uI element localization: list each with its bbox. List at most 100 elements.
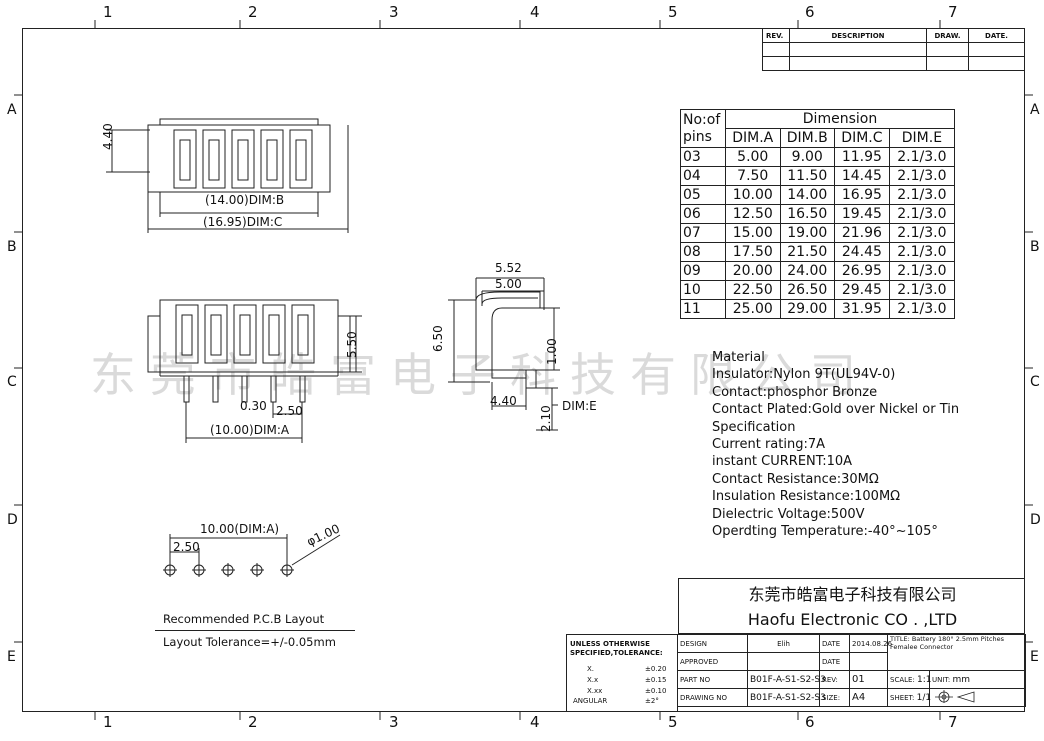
dimension-cell: 26.95 (834, 261, 890, 281)
rev-header: REV. (762, 28, 790, 43)
top-dim-b: (14.00)DIM:B (205, 193, 285, 207)
part-no-label: PART NO (677, 670, 748, 689)
dim-b-header: DIM.B (779, 128, 836, 148)
draw-header: DRAW. (926, 28, 969, 43)
material-line: Dielectric Voltage:500V (712, 506, 865, 522)
material-line: Contact Plated:Gold over Nickel or Tin (712, 402, 960, 418)
sheet-label: SHEET: (890, 693, 915, 702)
row-label: E (1030, 649, 1039, 665)
dimension-cell: 20.00 (725, 261, 781, 281)
part-no-value: B01F-A-S1-S2-S3 (747, 670, 826, 689)
pins-header-1: No:of (683, 111, 721, 128)
tolerance-title: UNLESS OTHERWISE SPECIFIED,TOLERANCE: (570, 640, 663, 657)
dimension-cell: 11.50 (779, 166, 836, 186)
company-name-en: Haofu Electronic CO . ,LTD (747, 610, 958, 629)
dimension-cell: 31.95 (834, 299, 890, 319)
col-label: 6 (805, 713, 815, 731)
col-label: 3 (389, 3, 399, 21)
col-label: 4 (530, 713, 540, 731)
front-pitch-dim: 2.50 (276, 404, 303, 418)
dimension-cell: 2.1/3.0 (888, 261, 956, 281)
date-value: 2014.08.26 (849, 634, 892, 653)
side-bottom-dim: 4.40 (490, 394, 517, 408)
dim-e-header: DIM.E (888, 128, 956, 148)
unit-value: mm (952, 674, 971, 685)
date-label: DATE (819, 634, 850, 653)
dimension-cell: 2.1/3.0 (888, 166, 956, 186)
pins-header-2: pins (683, 128, 712, 145)
pcb-pitch-dim: 2.50 (173, 540, 200, 554)
dimension-cell: 26.50 (779, 280, 836, 300)
dimension-cell: 06 (680, 204, 726, 224)
dimension-cell: 22.50 (725, 280, 781, 300)
drawing-no-label: DRAWING NO (677, 688, 748, 707)
dimension-cell: 9.00 (779, 147, 836, 167)
col-label: 1 (103, 3, 113, 21)
material-line: instant CURRENT:10A (712, 454, 853, 470)
side-top1-dim: 5.52 (495, 261, 522, 275)
top-dim-c: (16.95)DIM:C (203, 215, 283, 229)
tolerance-box: UNLESS OTHERWISE SPECIFIED,TOLERANCE: X.… (566, 634, 678, 712)
top-height-dim: 4.40 (101, 123, 115, 150)
dimension-cell: 29.00 (779, 299, 836, 319)
design-label: DESIGN (677, 634, 748, 653)
dimension-cell: 24.00 (779, 261, 836, 281)
dimension-table: No:of pins Dimension DIM.A DIM.B DIM.C D… (680, 109, 956, 319)
pcb-layout-drawing (163, 534, 341, 577)
col-label: 7 (948, 713, 958, 731)
row-label: B (1030, 239, 1040, 255)
approved-label: APPROVED (677, 652, 748, 671)
pcb-layout-tolerance: Layout Tolerance=+/-0.05mm (163, 635, 336, 649)
row-label: C (7, 374, 17, 390)
col-label: 7 (948, 3, 958, 21)
dimension-cell: 19.00 (779, 223, 836, 243)
dimension-cell: 08 (680, 242, 726, 262)
front-height-dim: 5.50 (345, 331, 359, 358)
col-label: 3 (389, 713, 399, 731)
dimension-cell: 2.1/3.0 (888, 185, 956, 205)
tol-value: ±0.15 (645, 676, 667, 684)
dimension-cell: 04 (680, 166, 726, 186)
dimension-cell: 05 (680, 185, 726, 205)
dimension-cell: 19.45 (834, 204, 890, 224)
row-label: E (7, 649, 16, 665)
dimension-cell: 2.1/3.0 (888, 299, 956, 319)
rev-label: REV: (819, 670, 850, 689)
title-block-table: DESIGN Elih DATE 2014.08.26 TITLE: Batte… (677, 634, 1026, 707)
dimension-cell: 2.1/3.0 (888, 280, 956, 300)
rev-value: 01 (849, 670, 888, 689)
dim-c-header: DIM.C (834, 128, 890, 148)
drawing-title: TITLE: Battery 180° 2.5mm Pitches Female… (887, 634, 1026, 671)
col-label: 4 (530, 3, 540, 21)
size-label: SIZE: (819, 688, 850, 707)
unit-label: UNIT: (932, 675, 951, 684)
dimension-cell: 21.50 (779, 242, 836, 262)
tol-label: X.xx (587, 687, 603, 695)
col-label: 2 (248, 713, 258, 731)
dimension-cell: 29.45 (834, 280, 890, 300)
tol-value: ±0.10 (645, 687, 667, 695)
dimension-cell: 24.45 (834, 242, 890, 262)
description-header: DESCRIPTION (789, 28, 927, 43)
side-top2-dim: 5.00 (495, 277, 522, 291)
date-header: DATE. (968, 28, 1025, 43)
material-line: Current rating:7A (712, 437, 826, 453)
col-label: 5 (668, 713, 678, 731)
dimension-cell: 21.96 (834, 223, 890, 243)
col-label: 6 (805, 3, 815, 21)
dimension-cell: 17.50 (725, 242, 781, 262)
sheet-value: 1/1 (916, 692, 932, 703)
tol-value: ±2° (645, 697, 659, 705)
designer-name: Elih (747, 634, 820, 653)
dimension-cell: 09 (680, 261, 726, 281)
dimension-cell: 5.00 (725, 147, 781, 167)
